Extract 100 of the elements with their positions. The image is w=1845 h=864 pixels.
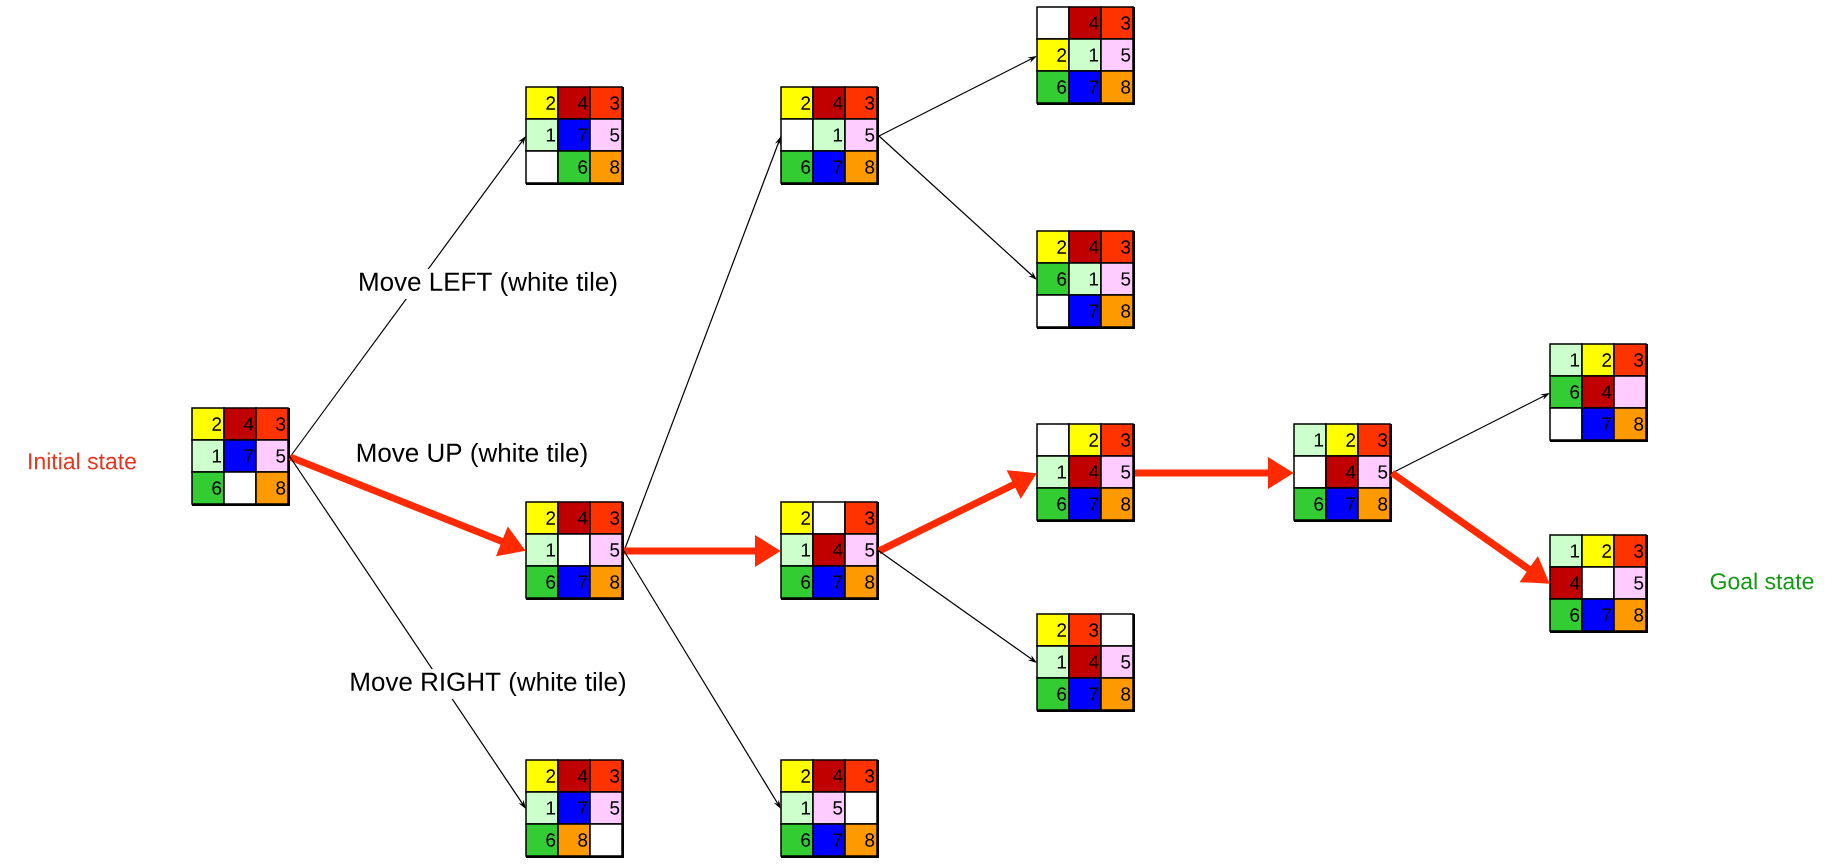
arrow [289, 136, 526, 458]
tile [1036, 423, 1070, 457]
tile: 4 [1068, 455, 1102, 489]
edge-label: Move LEFT (white tile) [355, 268, 622, 300]
tile [557, 533, 591, 567]
tile: 1 [780, 533, 814, 567]
tile: 2 [1581, 343, 1615, 377]
tile [223, 471, 257, 505]
tile: 1 [525, 791, 559, 825]
tile: 5 [844, 118, 878, 152]
tile: 5 [1100, 262, 1134, 296]
tile: 4 [1068, 230, 1102, 264]
tile: 7 [812, 150, 846, 184]
tile: 2 [1325, 423, 1359, 457]
tile: 6 [780, 150, 814, 184]
tile: 7 [557, 791, 591, 825]
tile [1036, 6, 1070, 40]
tile: 3 [589, 759, 623, 793]
tile: 4 [223, 407, 257, 441]
tile [1613, 375, 1647, 409]
tile: 4 [812, 86, 846, 120]
tile [812, 501, 846, 535]
tile: 1 [1549, 534, 1583, 568]
tile: 4 [1068, 645, 1102, 679]
tile: 7 [1581, 598, 1615, 632]
tile: 4 [557, 86, 591, 120]
tile: 5 [589, 118, 623, 152]
edge-label: Move RIGHT (white tile) [346, 668, 630, 700]
tile: 2 [780, 759, 814, 793]
tile: 1 [525, 118, 559, 152]
tile: 5 [1100, 455, 1134, 489]
tile: 6 [525, 565, 559, 599]
tile: 2 [1036, 38, 1070, 72]
tile: 6 [1549, 375, 1583, 409]
tile: 3 [589, 501, 623, 535]
tile: 6 [780, 823, 814, 857]
tile: 1 [1068, 38, 1102, 72]
tile: 5 [589, 533, 623, 567]
state-caption: Goal state [1710, 572, 1814, 590]
tile: 5 [1613, 566, 1647, 600]
tile [1100, 613, 1134, 647]
tile: 3 [1100, 6, 1134, 40]
tile: 8 [1100, 70, 1134, 104]
tile: 8 [1357, 487, 1391, 521]
tile: 4 [1325, 455, 1359, 489]
tile [1293, 455, 1327, 489]
arrow [878, 135, 1037, 280]
tile: 8 [844, 150, 878, 184]
tile: 2 [1036, 230, 1070, 264]
tile: 7 [557, 118, 591, 152]
tile: 6 [1293, 487, 1327, 521]
tile: 6 [1549, 598, 1583, 632]
tile: 5 [812, 791, 846, 825]
edge-label: Move UP (white tile) [352, 439, 592, 471]
tile [1581, 566, 1615, 600]
tile: 6 [1036, 262, 1070, 296]
tile: 2 [191, 407, 225, 441]
tile: 3 [1100, 423, 1134, 457]
tile: 7 [1581, 407, 1615, 441]
tile: 5 [255, 439, 289, 473]
tile: 7 [1068, 294, 1102, 328]
tile: 8 [1100, 294, 1134, 328]
tile: 6 [525, 823, 559, 857]
tile: 8 [255, 471, 289, 505]
tile: 3 [1613, 343, 1647, 377]
tile: 1 [525, 533, 559, 567]
tile: 6 [1036, 487, 1070, 521]
tile: 4 [557, 501, 591, 535]
tile: 5 [844, 533, 878, 567]
tile: 8 [1613, 598, 1647, 632]
tile: 8 [1100, 487, 1134, 521]
tile: 1 [1549, 343, 1583, 377]
tile: 4 [1581, 375, 1615, 409]
tile: 6 [557, 150, 591, 184]
tile: 1 [1068, 262, 1102, 296]
tile: 5 [589, 791, 623, 825]
tile: 2 [525, 86, 559, 120]
tile [589, 823, 623, 857]
tile: 7 [223, 439, 257, 473]
tile: 8 [1613, 407, 1647, 441]
tile: 4 [1549, 566, 1583, 600]
tile: 7 [1068, 677, 1102, 711]
tile: 1 [191, 439, 225, 473]
tile: 7 [812, 823, 846, 857]
state-caption: Initial state [29, 452, 136, 470]
tile: 1 [780, 791, 814, 825]
tile: 1 [1036, 645, 1070, 679]
tile: 8 [844, 565, 878, 599]
tile: 1 [812, 118, 846, 152]
tile: 3 [1613, 534, 1647, 568]
tile: 1 [1036, 455, 1070, 489]
tile: 8 [844, 823, 878, 857]
tile: 7 [1325, 487, 1359, 521]
tile: 2 [780, 501, 814, 535]
arrow [878, 550, 1037, 663]
tile: 5 [1100, 645, 1134, 679]
tile [1036, 294, 1070, 328]
tile: 7 [1068, 70, 1102, 104]
tile: 4 [812, 759, 846, 793]
tile: 3 [844, 759, 878, 793]
